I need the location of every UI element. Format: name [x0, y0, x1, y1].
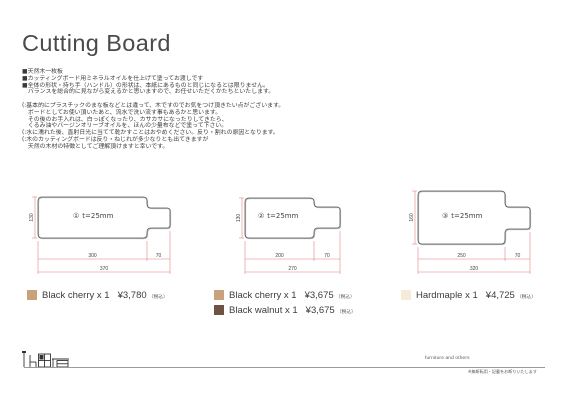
board-2-number: ②	[258, 212, 264, 220]
board-1-outline	[37, 196, 171, 239]
board-2-total-dimension: 270	[288, 266, 297, 272]
price-item-price: ¥4,725	[485, 289, 515, 301]
board-2-thickness: t=25mm	[267, 212, 298, 220]
care-note-line: くるみ油やバージンオリーブオイルを、ほんの少量布などで塗って下さい。	[22, 123, 228, 130]
price-item-tax-note: （税込）	[148, 294, 168, 300]
board-1-thickness: t=25mm	[82, 212, 113, 220]
board-2-handle-dimension: 70	[324, 253, 330, 259]
price-item: Black cherry x 1 ¥3,675 （税込）	[214, 289, 355, 301]
wood-swatch	[214, 290, 224, 300]
care-note-line: その後のお手入れは、白っぽくなったり、カサカサになったりしてきたら、	[22, 116, 228, 123]
wood-swatch	[27, 290, 37, 300]
board-3-total-dimension: 320	[470, 266, 479, 272]
price-item-name: Hardmaple x 1	[416, 289, 478, 301]
price-item-price: ¥3,675	[305, 304, 335, 316]
board-2-height-dimension: 130	[236, 214, 242, 223]
wood-swatch	[401, 290, 411, 300]
price-item: Black cherry x 1 ¥3,780 （税込）	[27, 289, 168, 301]
footer-notice: ※無断転用・記載をお断りいたします	[468, 369, 537, 374]
board-1-handle-dimension: 70	[156, 253, 162, 259]
price-item-name: Black cherry x 1	[229, 289, 297, 301]
wood-swatch	[214, 305, 224, 315]
price-item-price: ¥3,675	[304, 289, 334, 301]
price-item-name: Black cherry x 1	[42, 289, 110, 301]
board-3-dimension-lines	[412, 190, 531, 274]
footer-divider	[24, 367, 545, 368]
care-note-line: (:基本的にプラスチックのまな板などとは違って、木ですのでお気をつけ頂きたい点が…	[22, 103, 285, 109]
footer-tagline: furniture and others	[425, 355, 470, 360]
feature-line: バランスを総合的に見ながら変えるかと思いますので、お任せいただくかたちといたしま…	[22, 89, 275, 96]
board-3-handle-dimension: 70	[515, 253, 521, 259]
board-1-height-dimension: 130	[29, 213, 35, 222]
board-2-outline	[244, 197, 341, 239]
board-3-outline	[417, 190, 531, 245]
board-2-body-dimension: 200	[275, 253, 284, 259]
care-note-line: (:木のカッティングボードは反り・ねじれが多少なりとも出てきますが	[22, 136, 209, 143]
price-item-tax-note: （税込）	[516, 294, 537, 300]
care-note-line: (:水に濡れた後、直射日光に当てて乾かすことはおやめください。反り・割れの原因と…	[22, 130, 279, 136]
price-item-price: ¥3,780	[117, 289, 147, 301]
feature-line: ■全体の形状・持ち手（ハンドル）の形状は、本紙にあるものと同じになるとは限りませ…	[22, 82, 269, 89]
board-2-dimension-lines	[239, 197, 341, 274]
price-item: Hardmaple x 1 ¥4,725 （税込）	[401, 289, 536, 301]
board-1-number: ①	[73, 212, 79, 220]
board-3-number: ③	[442, 212, 448, 220]
price-item-tax-note: （税込）	[335, 294, 355, 300]
feature-list: ■天然木一枚板 ■カッティングボード用ミネラルオイルを仕上げて塗ってお渡しです …	[22, 69, 274, 96]
care-note-line: 天然の木材の特徴としてご理解頂けますと幸いです。	[22, 143, 169, 150]
feature-line: ■天然木一枚板	[22, 69, 63, 75]
board-1-body-dimension: 300	[88, 253, 97, 259]
care-note-line: ボードとしてお使い頂いたあと、流水で洗い流す事もあるかと思います。	[22, 109, 222, 116]
price-item-tax-note: （税込）	[336, 309, 356, 315]
price-item: Black walnut x 1 ¥3,675 （税込）	[214, 304, 356, 316]
care-notes: (:基本的にプラスチックのまな板などとは違って、木ですのでお気をつけ頂きたい点が…	[22, 103, 284, 150]
board-1-total-dimension: 370	[100, 266, 109, 272]
page-title: Cutting Board	[22, 30, 171, 56]
price-item-name: Black walnut x 1	[229, 304, 298, 316]
board-3-height-dimension: 160	[409, 213, 415, 222]
feature-line: ■カッティングボード用ミネラルオイルを仕上げて塗ってお渡しです	[22, 75, 204, 82]
board-1-dimension-lines	[32, 196, 171, 274]
board-3-body-dimension: 250	[457, 253, 466, 259]
brand-logo	[22, 351, 69, 368]
board-3-thickness: t=25mm	[451, 212, 482, 220]
